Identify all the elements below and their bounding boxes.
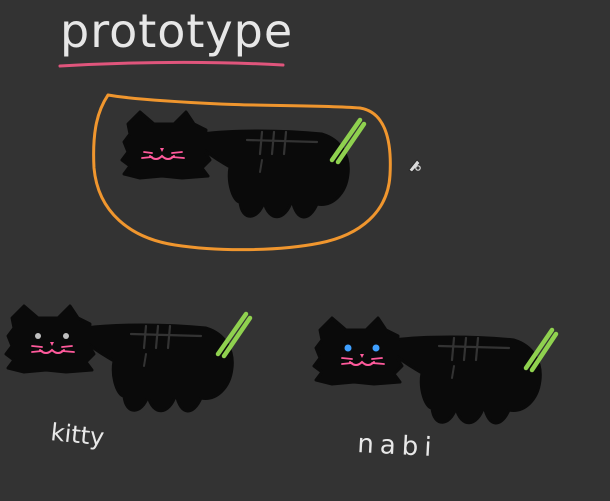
nabi-cat	[312, 316, 559, 425]
prototype-cat-eye	[145, 141, 151, 147]
title-underline	[58, 60, 285, 68]
kitty-eye	[63, 333, 69, 339]
prototype-cat-eye	[169, 141, 175, 147]
page-title: prototype	[60, 4, 294, 58]
nabi-eye	[344, 344, 352, 352]
prototype-cat	[120, 110, 367, 219]
nabi-tail	[523, 327, 559, 373]
kitty-label: kitty	[49, 418, 105, 451]
pen-cursor-icon	[408, 159, 421, 173]
kitty-tail	[215, 311, 253, 359]
nabi-eye	[372, 344, 380, 352]
kitty-cat	[4, 304, 253, 413]
prototype-outline	[92, 93, 392, 252]
kitty-eye	[35, 333, 41, 339]
prototype-cat-tail	[329, 117, 367, 165]
nabi-label: nabi	[357, 429, 439, 463]
